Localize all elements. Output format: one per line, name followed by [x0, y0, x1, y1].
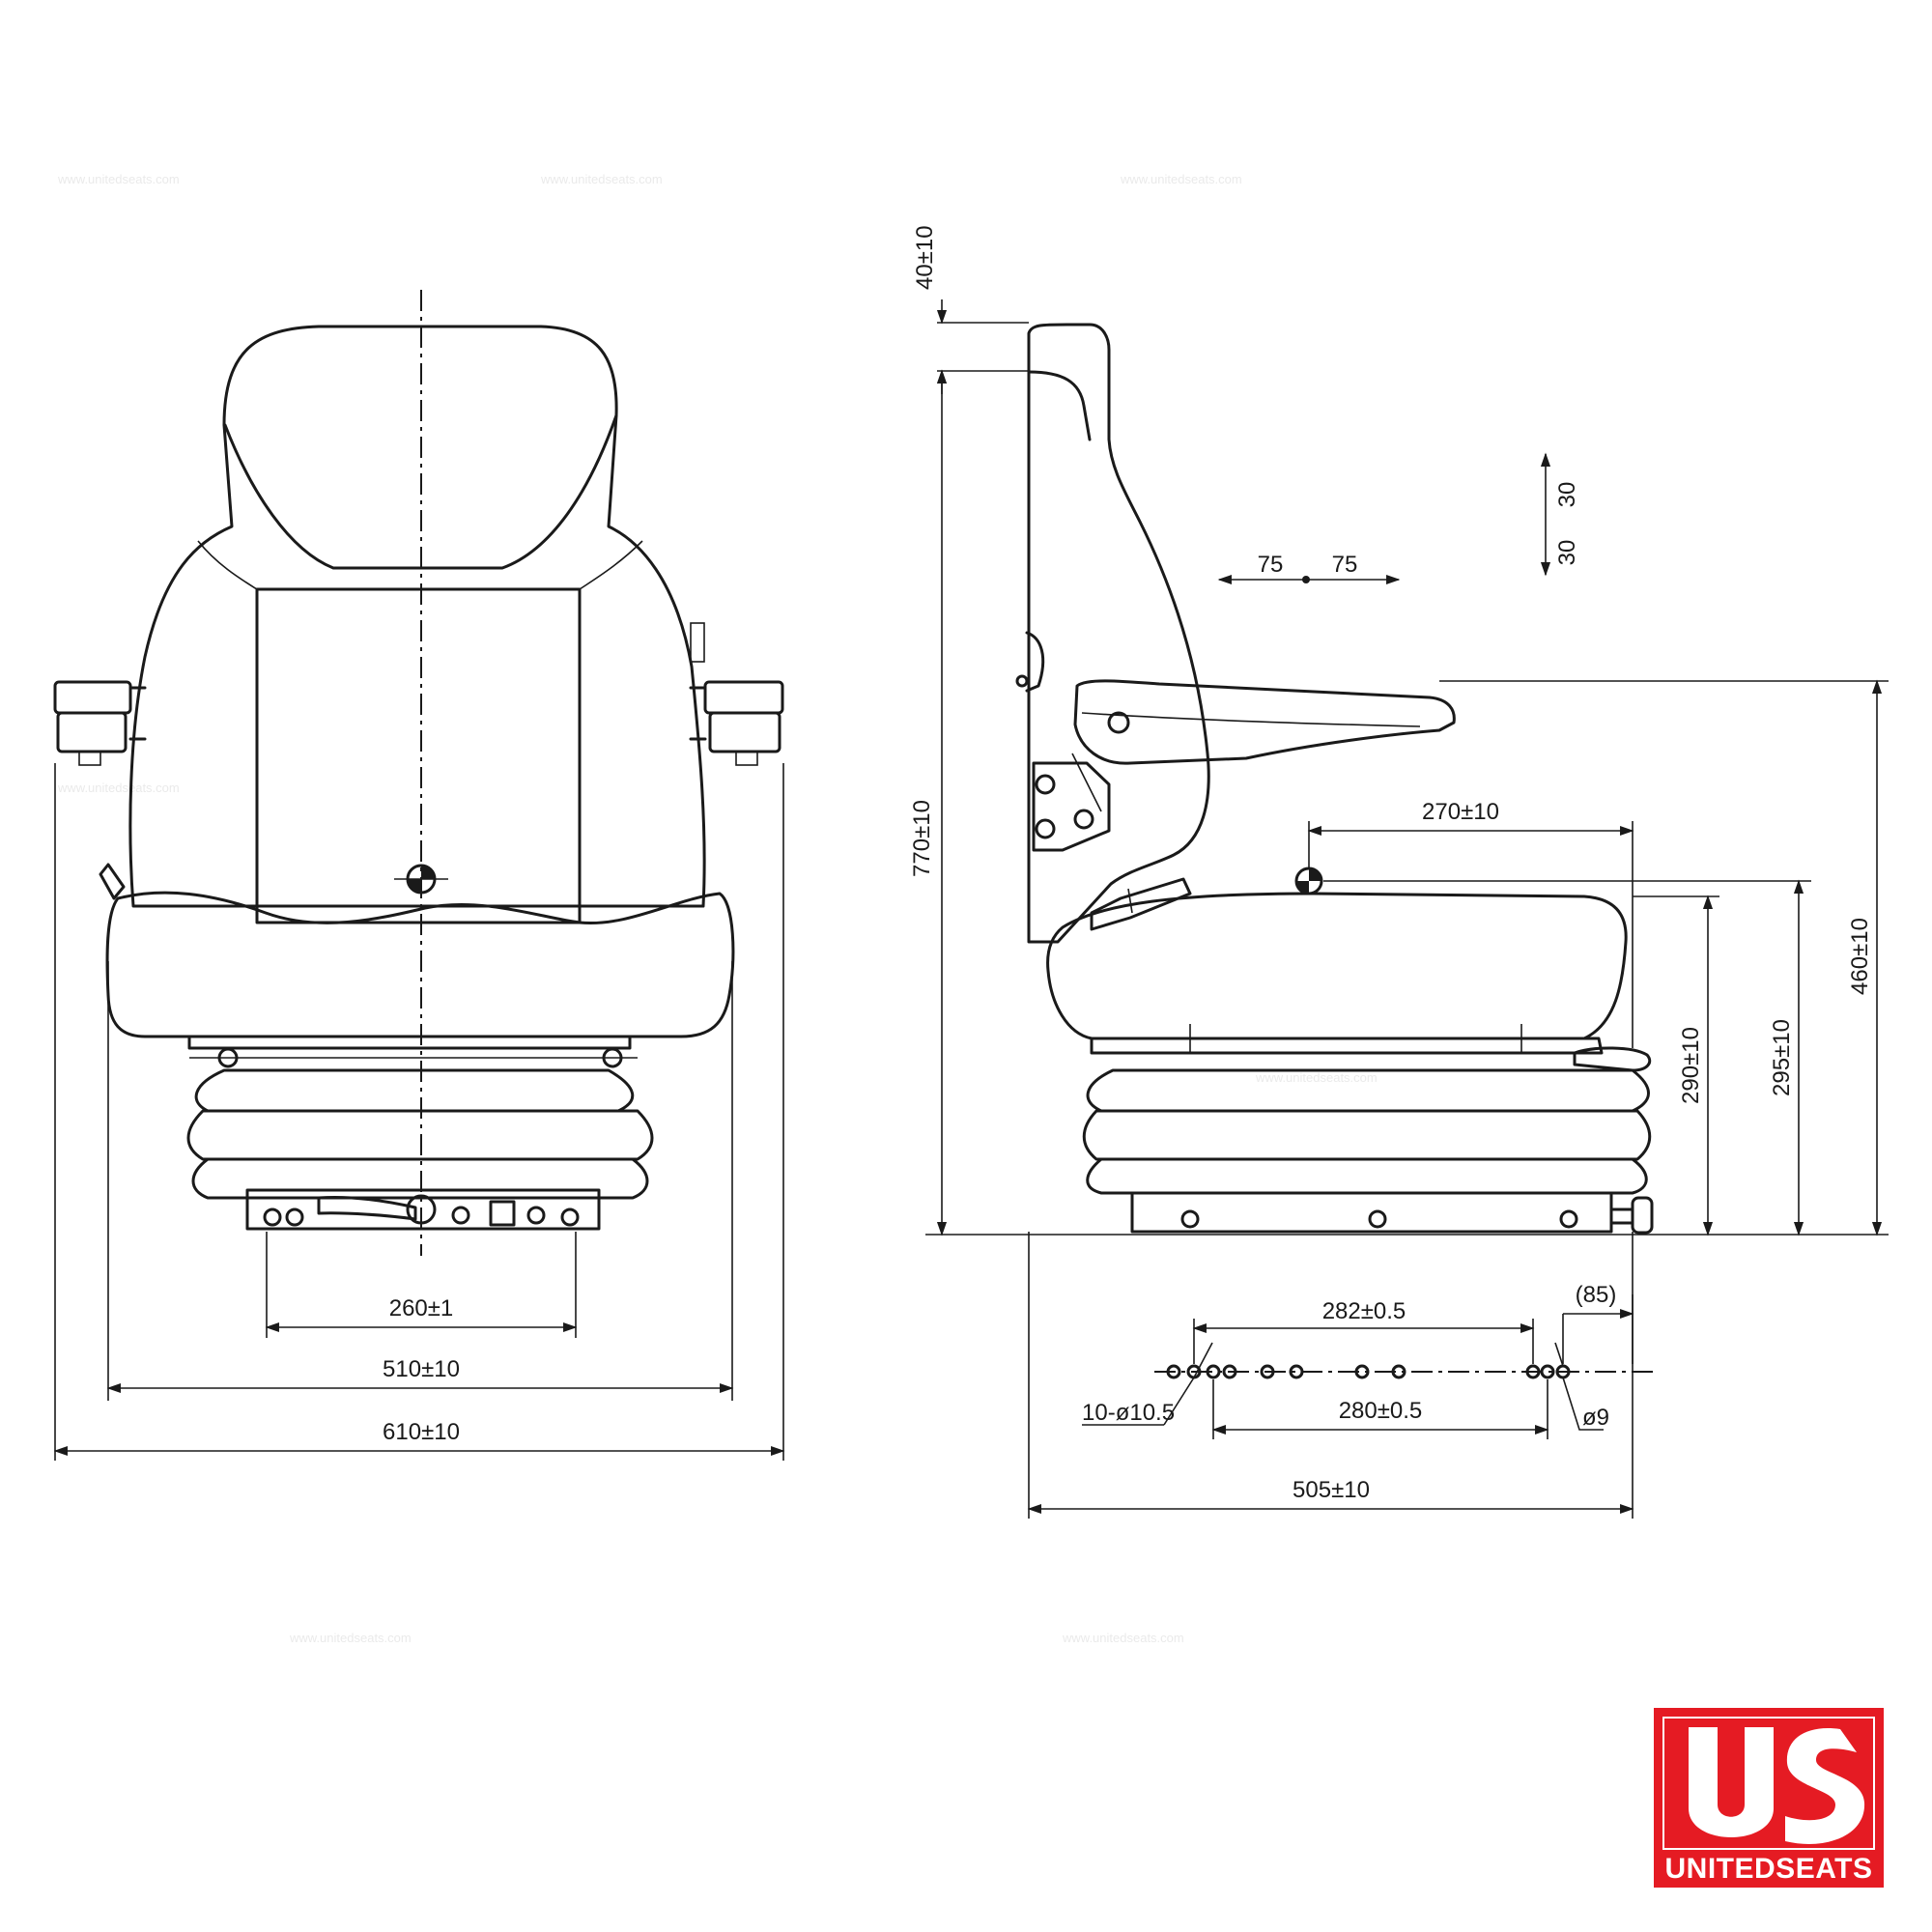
label-hole-count: 10-ø10.5 — [1082, 1400, 1175, 1426]
dim-mount-inner: 280±0.5 — [1339, 1398, 1423, 1424]
logo-brand-text: UNITEDSEATS — [1665, 1853, 1873, 1885]
side-seat-cushion — [1046, 892, 1628, 1040]
front-dimensions: 260±1 510±10 610±10 — [53, 763, 785, 1461]
watermark-layer: www.unitedseats.com www.unitedseats.com … — [57, 172, 1378, 1645]
side-base-bolts — [1180, 1209, 1578, 1229]
dim-seat-height-min: 290±10 — [1678, 1027, 1704, 1104]
side-fore-aft-lever — [1573, 1046, 1652, 1072]
side-recline-mechanism — [1015, 631, 1111, 852]
front-armrest-right — [689, 622, 784, 766]
side-bellows — [1082, 1068, 1652, 1195]
unitedseats-logo: UNITEDSEATS — [1654, 1708, 1884, 1888]
front-suspension-plate — [187, 1035, 632, 1050]
front-mount-bolts — [189, 1047, 638, 1068]
side-backrest — [1027, 323, 1210, 944]
front-armrest-left — [53, 680, 147, 766]
side-suspension-plate — [1090, 1037, 1604, 1055]
dim-vertical-down: 30 — [1554, 540, 1580, 566]
watermark-text: www.unitedseats.com — [1120, 172, 1242, 186]
mounting-pattern: 282±0.5 280±0.5 (85) 10-ø10.5 ø9 — [1082, 1282, 1657, 1439]
front-cg-marker — [394, 864, 448, 895]
dim-armrest-height: 460±10 — [1847, 918, 1873, 995]
front-bolster-left — [197, 540, 258, 590]
logo-s-mark — [1785, 1728, 1865, 1844]
front-center-panel — [255, 587, 582, 924]
front-bolster-right — [579, 540, 643, 590]
dim-seat-height-ref: 295±10 — [1769, 1019, 1795, 1096]
dim-base-mount: 260±1 — [389, 1295, 454, 1321]
dim-overall-width: 610±10 — [383, 1419, 460, 1445]
watermark-text: www.unitedseats.com — [1255, 1070, 1378, 1085]
logo-u-mark — [1689, 1727, 1774, 1837]
dim-fore-aft-right: 75 — [1332, 552, 1358, 578]
side-foreaft-origin — [1302, 576, 1310, 583]
side-armrest-pivot — [1107, 711, 1130, 734]
dim-seat-depth: 270±10 — [1422, 799, 1499, 825]
front-seat-cushion — [105, 891, 735, 1038]
front-backrest — [128, 325, 706, 908]
front-base-details — [263, 1195, 580, 1227]
dim-mount-outer: 282±0.5 — [1322, 1298, 1406, 1324]
side-dimensions: 40±10 770±10 75 75 30 30 460±10 270±10 — [909, 225, 1889, 1519]
dim-overall-height: 770±10 — [909, 800, 935, 877]
dim-vertical-up: 30 — [1554, 482, 1580, 508]
front-view: 260±1 510±10 610±10 — [53, 290, 785, 1461]
side-weight-knob — [1609, 1196, 1654, 1235]
watermark-text: www.unitedseats.com — [540, 172, 663, 186]
side-view: 40±10 770±10 75 75 30 30 460±10 270±10 — [909, 225, 1889, 1519]
side-headrest-contour — [1027, 370, 1092, 441]
watermark-text: www.unitedseats.com — [57, 172, 180, 186]
front-lever — [99, 863, 126, 900]
dim-fore-aft-left: 75 — [1258, 552, 1284, 578]
dim-seat-width: 510±10 — [383, 1356, 460, 1382]
front-bellows — [186, 1068, 654, 1200]
side-armrest-bottom — [1081, 712, 1421, 727]
watermark-text: www.unitedseats.com — [57, 781, 180, 795]
label-pin-diameter: ø9 — [1582, 1405, 1609, 1431]
watermark-text: www.unitedseats.com — [1062, 1631, 1184, 1645]
watermark-text: www.unitedseats.com — [289, 1631, 412, 1645]
dim-overall-depth: 505±10 — [1293, 1477, 1370, 1503]
front-base — [245, 1188, 601, 1231]
side-armrest — [1073, 679, 1456, 765]
dim-backrest-adjust: 40±10 — [912, 225, 938, 290]
side-lumbar-lever — [1090, 877, 1192, 931]
side-cg-marker — [1294, 867, 1323, 895]
dim-mount-offset: (85) — [1576, 1282, 1617, 1308]
front-headrest-contour — [223, 413, 618, 570]
